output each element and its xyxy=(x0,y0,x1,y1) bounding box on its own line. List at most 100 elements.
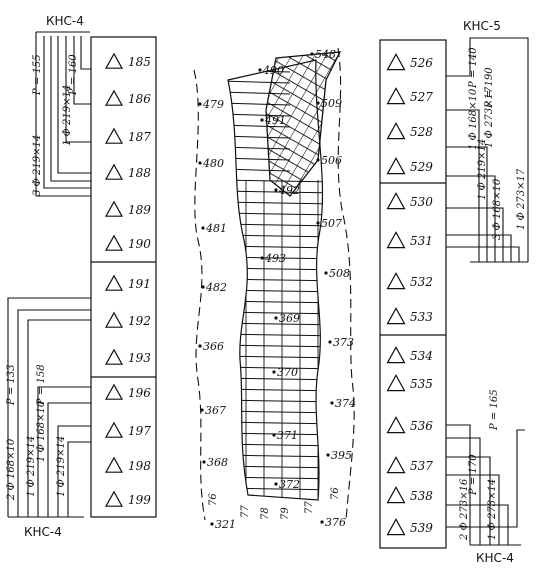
well-dot xyxy=(202,460,206,464)
well-triangle-icon xyxy=(386,456,406,474)
pipe-label: 3 Ф 219×14 xyxy=(32,135,43,196)
pipe-label: 1 Ф 219×14 xyxy=(62,85,73,146)
well-triangle-icon xyxy=(104,421,124,438)
well-number: 535 xyxy=(410,377,433,391)
right-top-pipe-bundle xyxy=(446,37,529,263)
central-well-number: 480 xyxy=(202,157,224,170)
central-well-number: 371 xyxy=(277,429,298,442)
well-number: 185 xyxy=(128,55,151,69)
bottom-well-number: 76 xyxy=(208,493,219,506)
brick-row-line xyxy=(228,190,323,194)
brick-row-line xyxy=(228,179,323,183)
well-triangle-icon xyxy=(104,490,124,507)
central-well-number: 370 xyxy=(277,366,298,379)
well-number: 199 xyxy=(128,493,151,507)
pipe-label: 3 Ф 168×10 xyxy=(492,178,503,240)
well-triangle-icon xyxy=(104,200,124,217)
central-well-number: 479 xyxy=(202,98,224,111)
well-number: 532 xyxy=(410,275,433,289)
central-well-labels: 4794804814823663673683215095065075083733… xyxy=(198,48,356,531)
well-dot xyxy=(200,408,204,412)
well-dot xyxy=(272,433,276,437)
brick-row-line xyxy=(228,201,323,205)
central-well-number: 506 xyxy=(321,154,342,167)
well-triangle-icon xyxy=(386,192,406,210)
brick-row-line xyxy=(228,212,323,216)
well-triangle-icon xyxy=(104,274,124,291)
well-number: 192 xyxy=(128,314,151,328)
well-dot xyxy=(328,340,332,344)
well-number: 189 xyxy=(128,203,151,217)
well-number: 193 xyxy=(128,351,151,365)
well-triangle-icon xyxy=(104,52,124,69)
well-dot xyxy=(198,344,202,348)
pipe-label: 1 Ф 168×10 xyxy=(468,88,479,150)
pipe-label: P = 158 xyxy=(36,364,47,406)
well-number: 187 xyxy=(128,130,151,144)
well-triangle-icon xyxy=(386,374,406,392)
well-triangle-icon xyxy=(104,456,124,473)
right-bottom-pipe-bundle xyxy=(446,424,525,546)
well-number: 191 xyxy=(128,277,151,291)
pipe-label: 1 Ф 273×17 xyxy=(516,168,527,230)
well-number: 529 xyxy=(410,160,433,174)
central-well-number: 481 xyxy=(205,222,227,235)
pipe-label: 1 Ф 168×10 xyxy=(36,400,47,462)
well-number: 534 xyxy=(410,349,433,363)
central-well-number: 366 xyxy=(203,340,224,353)
central-well-number: 369 xyxy=(279,312,300,325)
central-well-number: 490 xyxy=(262,64,284,77)
well-dot xyxy=(274,316,278,320)
pipe-label: P = 170 xyxy=(468,454,479,496)
well-triangle-icon xyxy=(386,346,406,364)
well-triangle-icon xyxy=(386,122,406,140)
left-well-column xyxy=(90,36,157,518)
well-triangle-icon xyxy=(386,231,406,249)
well-dot xyxy=(272,370,276,374)
well-dot xyxy=(310,52,314,56)
pipe-label: 2 Ф 168×10 xyxy=(6,438,17,501)
station-label-bottom-right: КНС-4 xyxy=(476,551,514,565)
well-dot xyxy=(320,520,324,524)
left-column-frame xyxy=(90,36,157,518)
well-triangle-icon xyxy=(104,163,124,180)
well-triangle-icon xyxy=(104,311,124,328)
central-well-number: 372 xyxy=(279,478,300,491)
central-well-number: 493 xyxy=(264,252,286,265)
central-well-number: 368 xyxy=(207,456,228,469)
well-dot xyxy=(260,256,264,260)
pipe-label: P = 133 xyxy=(6,364,17,406)
well-dot xyxy=(316,221,320,225)
pipe-label: P = 140 xyxy=(468,47,479,89)
well-triangle-icon xyxy=(386,416,406,434)
pipe-label: P = 160 xyxy=(68,54,79,96)
well-triangle-icon xyxy=(386,53,406,71)
well-triangle-icon xyxy=(104,348,124,365)
central-well-number: 367 xyxy=(205,404,226,417)
outer-boundary-right xyxy=(337,47,355,521)
pipe-label: P = 165 xyxy=(489,389,500,431)
right-column-frame xyxy=(379,39,447,549)
station-label-bottom-left: КНС-4 xyxy=(24,525,62,539)
well-triangle-icon xyxy=(386,307,406,325)
well-triangle-icon xyxy=(386,272,406,290)
bottom-well-number: 77 xyxy=(304,501,315,514)
pipe-label: 1 Ф 273×14 xyxy=(487,479,498,540)
well-number: 536 xyxy=(410,419,433,433)
brick-row-line xyxy=(228,80,291,84)
well-number: 530 xyxy=(410,195,433,209)
well-triangle-icon xyxy=(386,87,406,105)
well-triangle-icon xyxy=(104,383,124,400)
central-well-number: 509 xyxy=(321,97,342,110)
left-bottom-pipe-bundle xyxy=(7,297,91,518)
well-number: 526 xyxy=(410,56,433,70)
well-number: 196 xyxy=(128,386,151,400)
well-number: 190 xyxy=(128,237,151,251)
central-well-number: 507 xyxy=(321,217,342,230)
well-dot xyxy=(316,158,320,162)
well-number: 528 xyxy=(410,125,433,139)
pipe-label: 1 Ф 219×14 xyxy=(26,436,37,497)
